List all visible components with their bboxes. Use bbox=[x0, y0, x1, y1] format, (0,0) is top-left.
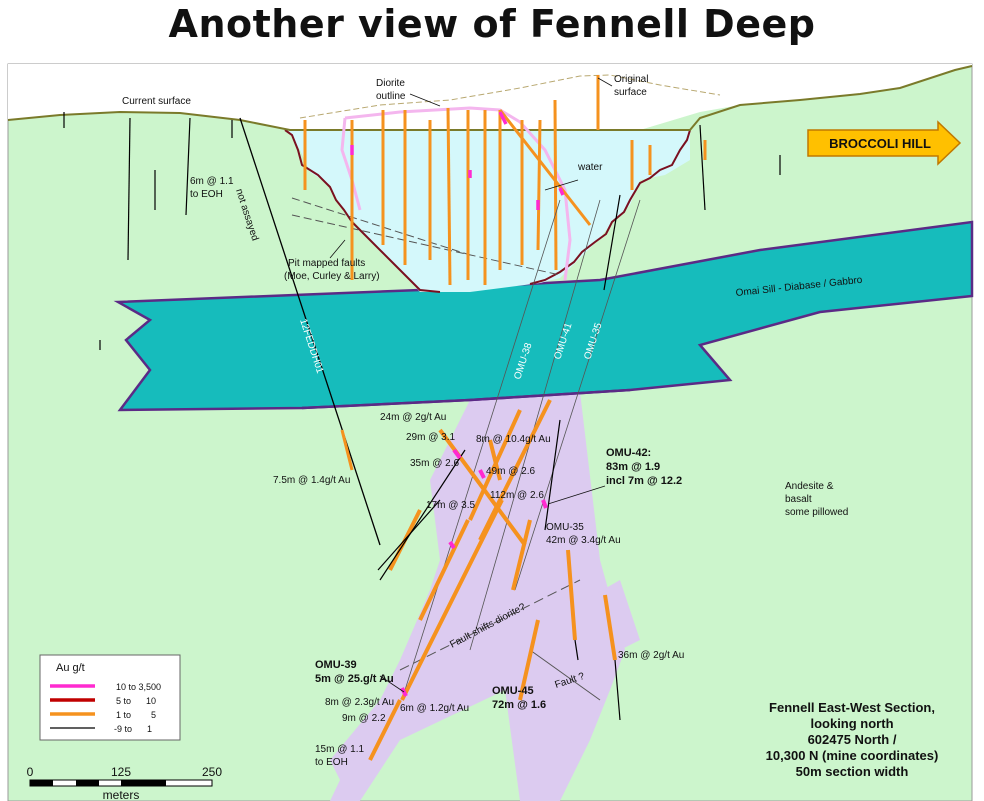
fault-q-line bbox=[529, 649, 601, 701]
pit-high-grade bbox=[350, 111, 565, 210]
diorite-outline-line bbox=[340, 106, 572, 281]
intercept-label: 17m @ 3.5 bbox=[426, 500, 476, 511]
omu39-callout: OMU-39 bbox=[315, 659, 357, 671]
scale-unit: meters bbox=[103, 788, 140, 801]
sky-area bbox=[8, 64, 972, 130]
section-info-line: looking north bbox=[810, 716, 893, 731]
hole-12feddh01 bbox=[239, 117, 381, 546]
scale-tick-125: 125 bbox=[111, 765, 131, 779]
andesite-label-1: Andesite & bbox=[785, 481, 834, 492]
intercept-label: OMU-35 bbox=[546, 522, 584, 533]
intercept-label: 8m @ 2.3g/t Au bbox=[325, 697, 394, 708]
intercept-label: 7.5m @ 1.4g/t Au bbox=[273, 475, 350, 486]
diorite-outline-label-2: outline bbox=[376, 91, 406, 102]
intercept-label: 6m @ 1.2g/t Au bbox=[400, 703, 469, 714]
broccoli-hill-label: BROCCOLI HILL bbox=[829, 136, 931, 151]
omu45-callout: 72m @ 1.6 bbox=[492, 699, 546, 711]
water-label: water bbox=[577, 162, 603, 173]
section-info-block: Fennell East-West Section, looking north… bbox=[766, 700, 939, 779]
original-surface-pointer bbox=[597, 77, 613, 87]
sill-lower-contact bbox=[301, 388, 631, 410]
pit-faults-pointer bbox=[329, 239, 346, 259]
scale-tick-250: 250 bbox=[202, 765, 222, 779]
intercept-label: to EOH bbox=[190, 189, 223, 200]
section-info-line: 10,300 N (mine coordinates) bbox=[766, 748, 939, 763]
slide-title: Another view of Fennell Deep bbox=[168, 2, 816, 46]
original-surface-line bbox=[299, 74, 721, 119]
section-info-line: 50m section width bbox=[796, 764, 909, 779]
legend-label-trace: -9 to 1 bbox=[114, 724, 152, 734]
intercept-label: 42m @ 3.4g/t Au bbox=[546, 535, 621, 546]
pit-fault-line bbox=[291, 214, 561, 276]
hole-12feddh01-sample bbox=[340, 429, 354, 471]
shallow-drillholes bbox=[63, 112, 781, 350]
intercept-label: 35m @ 2.6 bbox=[410, 458, 460, 469]
omu39-pointer bbox=[379, 675, 405, 693]
intercept-label: 112m @ 2.6 bbox=[490, 490, 544, 501]
deep-drillholes bbox=[368, 399, 617, 761]
diorite-outline-label-1: Diorite bbox=[376, 78, 405, 89]
pit-water bbox=[288, 130, 690, 292]
water-pointer bbox=[544, 179, 579, 191]
original-surface-label-1: Original bbox=[614, 74, 648, 85]
omu42-callout: 83m @ 1.9 bbox=[606, 461, 660, 473]
andesite-label-2: basalt bbox=[785, 494, 812, 505]
intercept-label: 49m @ 2.6 bbox=[486, 466, 536, 477]
scale-bar: 0 125 250 meters bbox=[27, 765, 223, 801]
intercept-label: 15m @ 1.1 bbox=[315, 744, 365, 755]
andesite-label-3: some pillowed bbox=[785, 507, 848, 518]
broccoli-hill-arrow: BROCCOLI HILL bbox=[807, 120, 962, 166]
omu45-callout: OMU-45 bbox=[492, 685, 534, 697]
legend-label-mid: 5 to 10 bbox=[116, 696, 156, 706]
section-info-line: Fennell East-West Section, bbox=[769, 700, 935, 715]
fault-diorite-line bbox=[399, 579, 581, 671]
legend-label-low: 1 to 5 bbox=[116, 710, 156, 720]
omai-sill bbox=[113, 220, 974, 412]
pit-faults-label-2: (Moe, Curley & Larry) bbox=[284, 271, 380, 282]
deep-black-traces bbox=[377, 419, 621, 721]
section-info-line: 602475 North / bbox=[808, 732, 897, 747]
omu-long-holes bbox=[404, 199, 641, 691]
intercept-label: 9m @ 2.2 bbox=[342, 713, 386, 724]
omu42-callout: OMU-42: bbox=[606, 447, 651, 459]
legend-title: Au g/t bbox=[56, 662, 85, 674]
intercept-label: 6m @ 1.1 bbox=[190, 176, 234, 187]
scale-tick-0: 0 bbox=[27, 765, 34, 779]
intercept-label: 24m @ 2g/t Au bbox=[380, 412, 446, 423]
grade-legend: Au g/t 10 to 3,500 5 to 10 1 to 5 -9 to … bbox=[39, 654, 181, 741]
diorite-lower-block bbox=[585, 580, 640, 660]
current-surface-label: Current surface bbox=[122, 96, 191, 107]
pit-fault-line bbox=[291, 197, 471, 256]
omu39-callout: 5m @ 25.g/t Au bbox=[315, 673, 394, 685]
original-surface-label-2: surface bbox=[614, 87, 647, 98]
intercept-label: 8m @ 10.4g/t Au bbox=[476, 434, 551, 445]
diorite-outline-pointer bbox=[409, 93, 441, 107]
omu42-pointer bbox=[547, 485, 606, 505]
pit-faults-label-1: Pit mapped faults bbox=[288, 258, 365, 269]
omu42-callout: incl 7m @ 12.2 bbox=[606, 475, 682, 487]
intercept-label: 29m @ 3.1 bbox=[406, 432, 456, 443]
intercept-label: to EOH bbox=[315, 757, 348, 768]
current-surface-line bbox=[7, 65, 973, 131]
legend-label-high: 10 to 3,500 bbox=[116, 682, 161, 692]
intercept-label: 36m @ 2g/t Au bbox=[618, 650, 684, 661]
